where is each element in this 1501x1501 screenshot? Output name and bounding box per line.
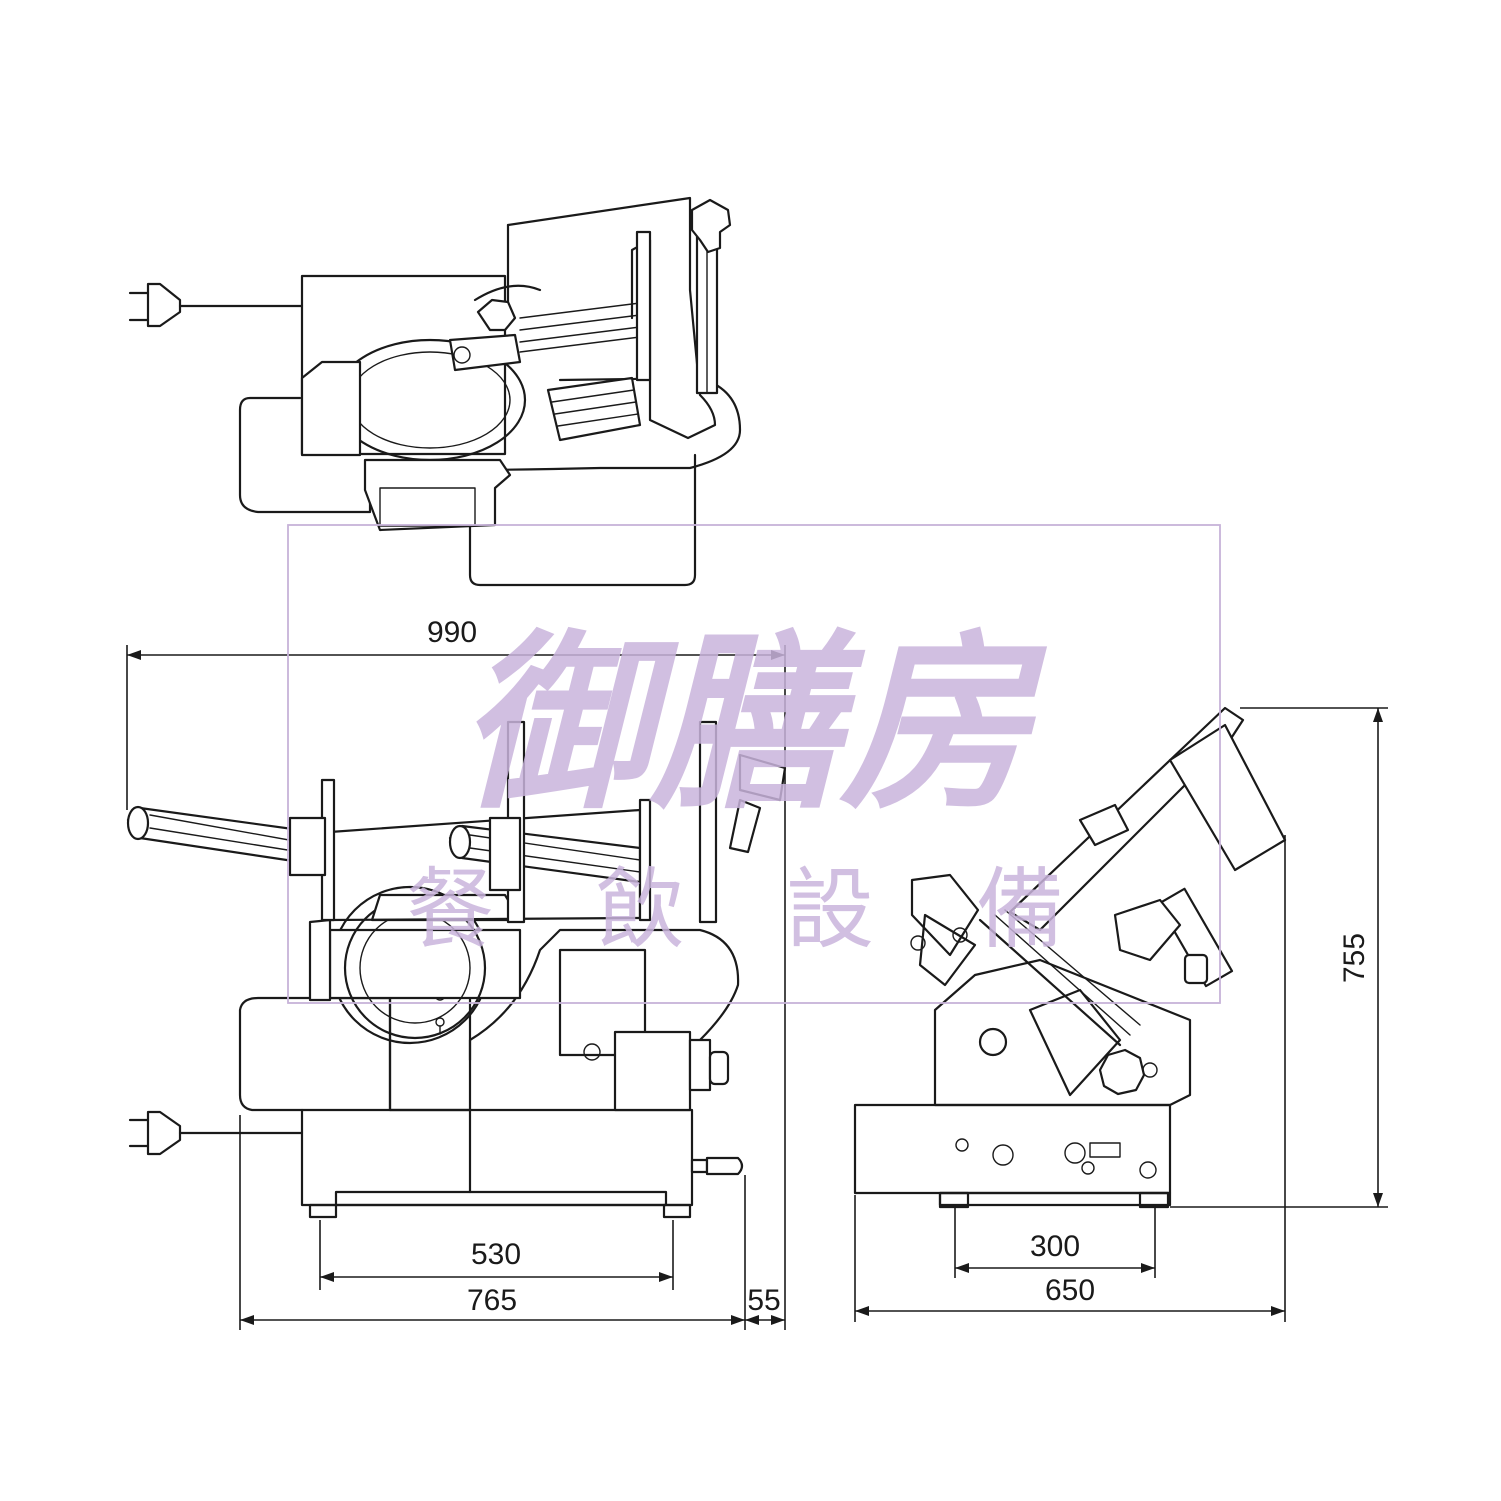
- dim-body-depth: 650: [1045, 1274, 1095, 1307]
- watermark-brand: 御膳房: [460, 612, 1048, 835]
- side-view-blade-head: [910, 873, 980, 957]
- front-view-foot-left: [308, 1203, 338, 1219]
- side-view-base: [853, 1103, 1172, 1195]
- front-view-column-right: [698, 720, 718, 924]
- dimension-labels: 990 530 765 55 755 300 650: [427, 616, 1371, 1317]
- front-view-foot-right: [662, 1203, 692, 1219]
- top-view-base-plate: [238, 376, 742, 514]
- dim-base-width-front: 530: [471, 1238, 521, 1271]
- dim-base-width-side: 300: [1030, 1230, 1080, 1263]
- top-view-slice-tray: [546, 376, 642, 442]
- side-view-carriage: [1028, 988, 1122, 1097]
- top-view-power-plug-icon: [128, 282, 304, 328]
- front-view-handle-icon: [690, 1156, 744, 1176]
- front-view-top-guard: [738, 753, 787, 802]
- dim-height: 755: [1338, 933, 1371, 983]
- watermark-subtitle-char-2: 飲: [596, 858, 684, 961]
- top-view-product-tray: [506, 196, 717, 440]
- front-view-carriage: [308, 918, 332, 1002]
- top-view-blade-guard: [300, 360, 362, 457]
- top-view: [128, 196, 742, 587]
- side-view-foot: [938, 1191, 970, 1209]
- front-view-blade: [468, 928, 740, 1062]
- front-view-base: [300, 1108, 694, 1207]
- front-view-power-plug-icon: [128, 1110, 304, 1156]
- side-view: [853, 706, 1287, 1209]
- side-view-thickness-knob: [1098, 1048, 1146, 1096]
- watermark: 御膳房 餐 飲 設 備: [287, 524, 1221, 1004]
- side-view-housing: [933, 958, 1192, 1107]
- watermark-subtitle-char-1: 餐: [406, 858, 494, 961]
- watermark-subtitle-char-4: 備: [976, 858, 1064, 961]
- watermark-frame: [287, 524, 1221, 1004]
- dim-handle-offset: 55: [747, 1284, 780, 1317]
- top-view-carriage-tray: [468, 453, 697, 587]
- top-view-clamp-knob: [476, 298, 517, 332]
- front-view: [126, 720, 787, 1219]
- watermark-subtitle-char-3: 設: [786, 858, 874, 961]
- top-view-pusher-arm: [635, 230, 652, 382]
- dimension-lines: [126, 645, 1388, 1330]
- top-view-motor-housing: [300, 274, 507, 456]
- front-view-motor-housing: [238, 996, 392, 1112]
- front-view-thickness-knob: [708, 1050, 730, 1086]
- top-view-sharpener: [363, 458, 512, 532]
- dim-overall-length: 990: [427, 616, 477, 649]
- top-view-top-bracket: [690, 198, 732, 254]
- dim-body-length: 765: [467, 1284, 517, 1317]
